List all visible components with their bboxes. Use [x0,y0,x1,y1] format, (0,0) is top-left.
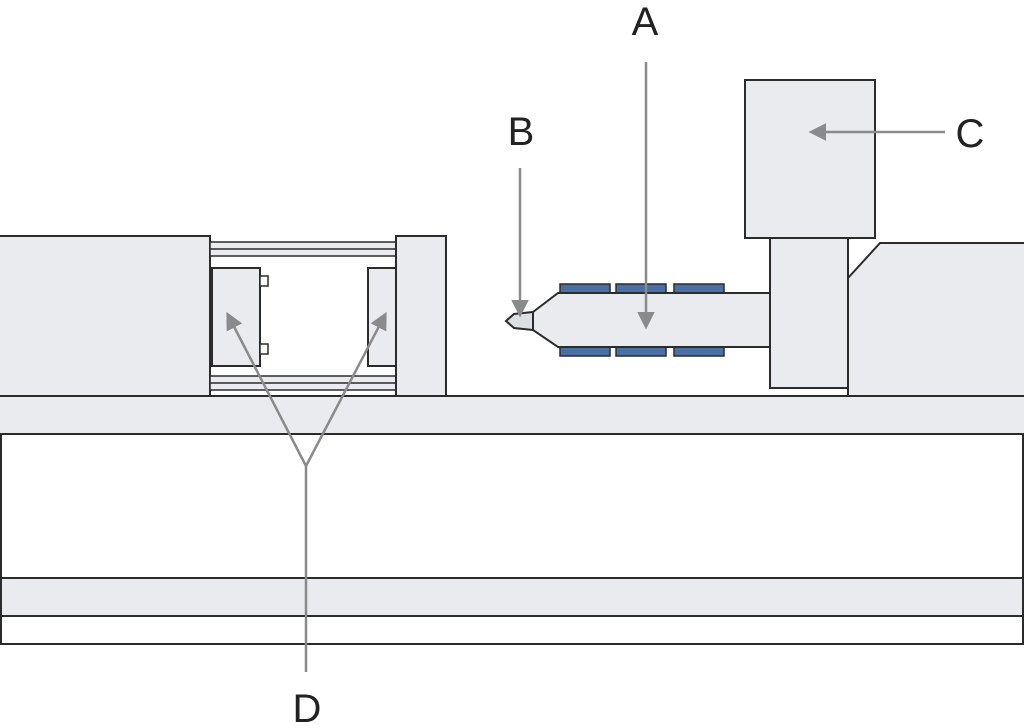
base-top-rail [0,395,1024,435]
mold-half-moving [211,267,261,367]
heater-band-top-3 [673,283,725,294]
label-b: B [508,110,535,154]
mold-half-fixed [367,267,397,367]
clamp-cylinder-housing [0,235,211,397]
drive-column [769,237,849,389]
label-a: A [632,0,659,44]
stationary-platen [395,235,447,397]
leader-d-right [304,311,387,467]
guide-pin-upper [259,275,269,287]
label-d: D [293,687,322,728]
callout-b: B [508,110,535,318]
callout-a: A [632,0,659,330]
heater-band-top-2 [615,283,667,294]
guide-pin-lower [259,343,269,355]
hopper [744,79,876,239]
injection-barrel [532,292,771,348]
machine-base [0,395,1024,645]
heater-band-bottom-2 [615,346,667,357]
heater-band-bottom-3 [673,346,725,357]
heater-band-bottom-1 [559,346,611,357]
motor-housing [847,242,1024,397]
leader-d-left [226,311,308,467]
callout-d: D [226,311,387,728]
callout-c: C [808,112,985,156]
label-c: C [956,112,985,156]
injection-unit [504,79,1024,397]
heater-band-top-1 [559,283,611,294]
base-lower-rail [0,577,1024,617]
nozzle [504,310,534,332]
clamping-unit [0,235,447,397]
